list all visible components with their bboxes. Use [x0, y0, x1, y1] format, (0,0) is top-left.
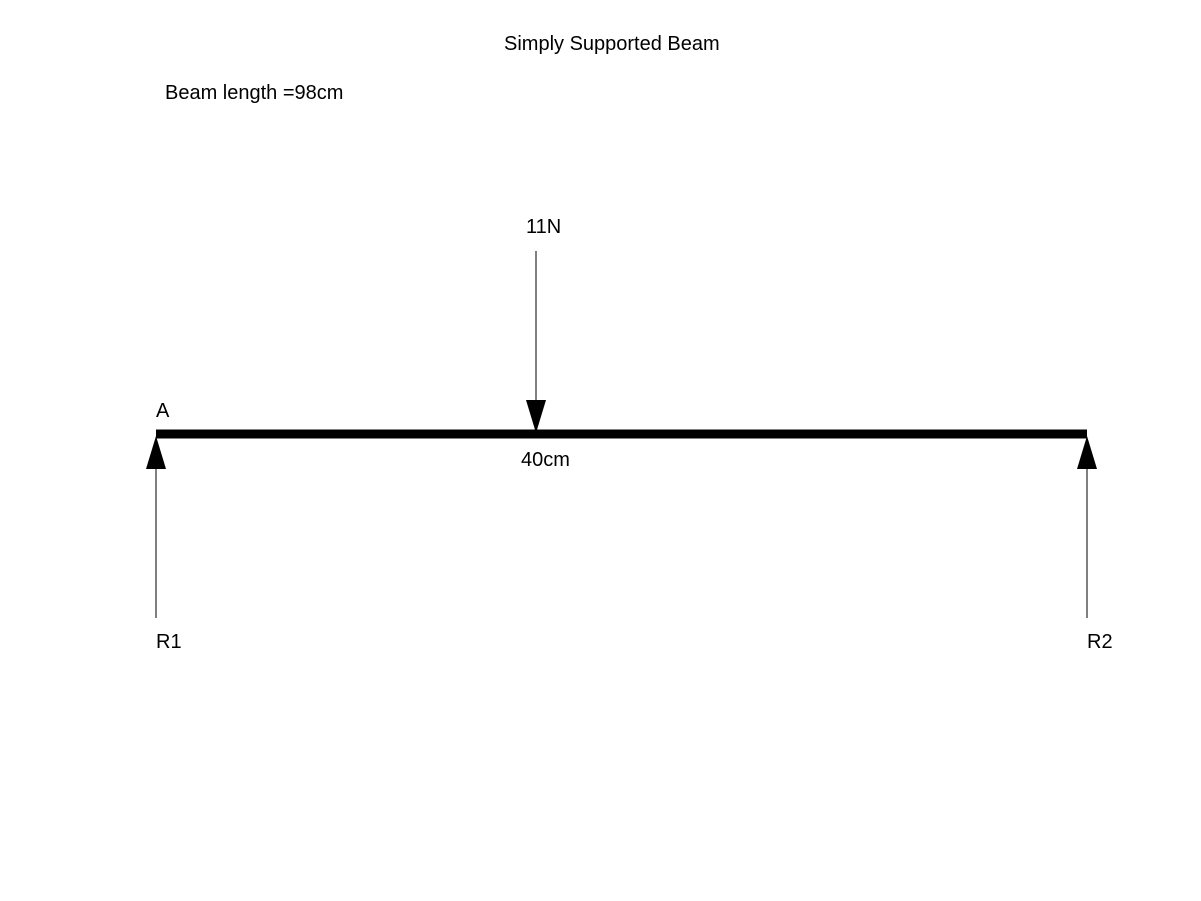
reaction-r1-arrowhead	[146, 436, 166, 469]
load-position-label: 40cm	[521, 449, 570, 471]
reaction-r1-label: R1	[156, 631, 182, 653]
beam-length-label: Beam length =98cm	[165, 82, 344, 104]
diagram-title: Simply Supported Beam	[504, 33, 720, 55]
load-arrowhead	[526, 400, 546, 433]
reaction-r2-label: R2	[1087, 631, 1113, 653]
load-magnitude-label: 11N	[526, 216, 562, 238]
reaction-r2-arrowhead	[1077, 436, 1097, 469]
left-end-label: A	[156, 400, 170, 422]
